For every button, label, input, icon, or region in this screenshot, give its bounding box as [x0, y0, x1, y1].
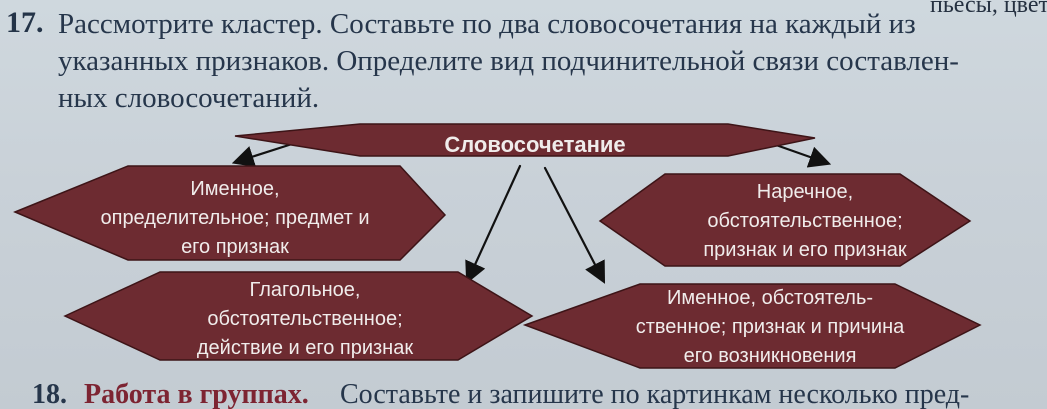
root-node-shape [234, 123, 816, 157]
left-bottom-node-shape [63, 271, 534, 361]
arrow-to-left-top [231, 142, 294, 168]
task-17-number: 17. [6, 6, 44, 39]
top-fragment: пьесы, цветы. [930, 0, 1047, 18]
right-top-line-3: признак и его признак [703, 239, 907, 261]
task-18: 18. Работа в группах. Составьте и запиши… [0, 373, 1047, 409]
arrow-to-right-bottom [543, 166, 606, 284]
right-bottom-line-2: ственное; признак и причина [635, 316, 905, 338]
task-17-line-2: указанных признаков. Определите вид подч… [58, 45, 959, 77]
right-bottom-line-3: его возникновения [683, 345, 857, 367]
cluster-diagram-shapes [13, 123, 982, 369]
left-top-node-shape [13, 165, 447, 261]
arrow-to-left-bottom [465, 164, 522, 285]
cluster-diagram: Словосочетание Именное, определительное;… [0, 118, 1047, 376]
right-bottom-node-label: Именное, обстоятель- ственное; признак и… [590, 284, 950, 371]
left-bottom-node-label: Глагольное, обстоятельственное; действие… [150, 276, 460, 363]
left-top-node-label: Именное, определительное; предмет и его … [55, 175, 415, 262]
right-top-line-1: Наречное, [756, 181, 854, 203]
left-bottom-line-1: Глагольное, [249, 279, 361, 301]
right-top-node-label: Наречное, обстоятельственное; признак и … [650, 178, 960, 265]
task-18-number: 18. [32, 379, 67, 409]
left-bottom-line-2: обстоятельственное; [207, 308, 403, 330]
right-top-node-shape [598, 173, 972, 267]
task-17-text: Рассмотрите кластер. Составьте по два сл… [58, 6, 1043, 117]
right-bottom-line-1: Именное, обстоятель- [666, 287, 874, 309]
task-18-heading: Работа в группах. [84, 379, 309, 409]
left-top-line-3: его признак [181, 236, 289, 258]
right-top-line-2: обстоятельственное; [707, 210, 903, 232]
left-top-line-1: Именное, [190, 178, 280, 200]
arrow-to-right-top [774, 143, 832, 168]
left-top-line-2: определительное; предмет и [100, 207, 370, 229]
left-bottom-line-3: действие и его признак [196, 337, 414, 359]
task-17-line-1: Рассмотрите кластер. Составьте по два сл… [58, 8, 916, 40]
root-node-label: Словосочетание [444, 132, 626, 157]
right-bottom-node-shape [522, 283, 982, 369]
task-17-line-3: ных словосочетаний. [58, 82, 320, 114]
task-18-text: Составьте и запишите по картинкам нескол… [340, 379, 970, 409]
